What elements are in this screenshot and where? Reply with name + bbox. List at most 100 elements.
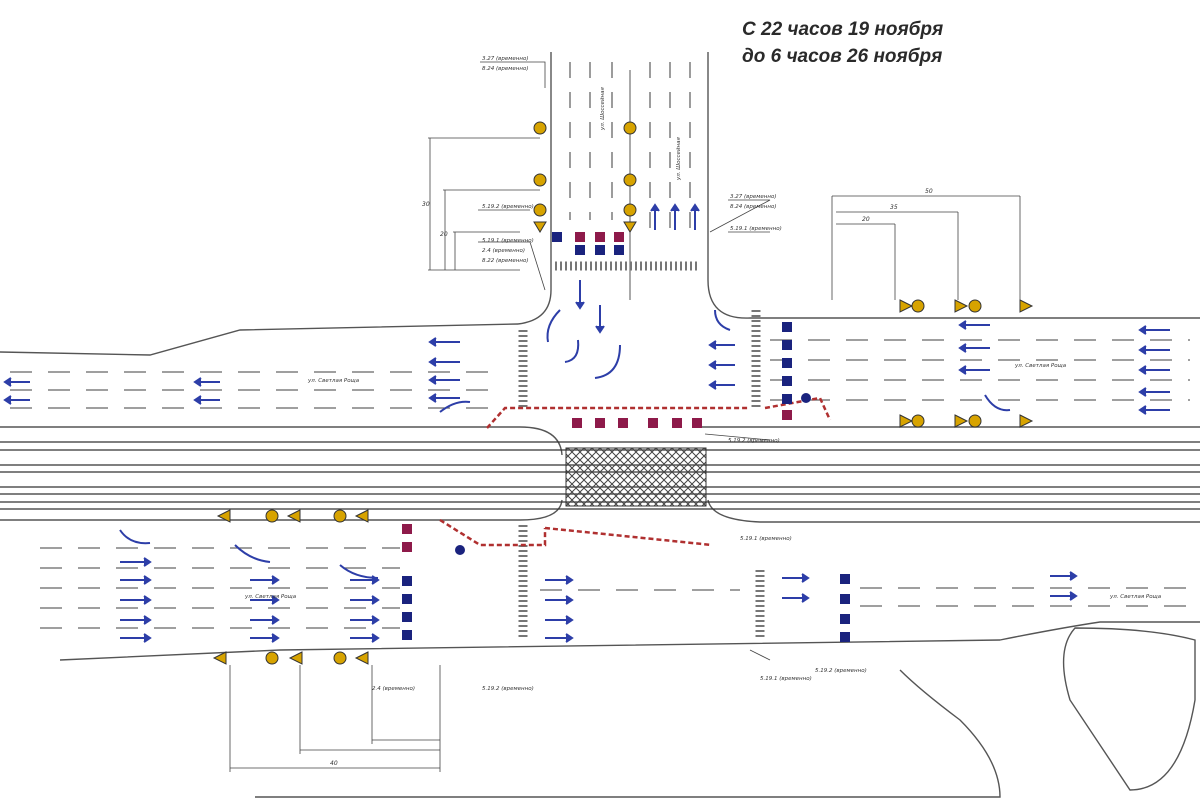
- arrow-east: [250, 575, 280, 585]
- arrow-north: [670, 203, 680, 230]
- sign-cluster-east-top: [899, 299, 1034, 313]
- dimension-label: 50: [925, 188, 933, 195]
- arrow-west: [708, 340, 735, 350]
- north-road-right-edge: [707, 52, 751, 319]
- arrow-east: [250, 633, 280, 643]
- arrow-south: [575, 280, 585, 310]
- arrow-east: [545, 575, 574, 585]
- road-edges: [0, 52, 1200, 798]
- arrow-turn: [594, 344, 621, 379]
- south-island: [1062, 627, 1196, 791]
- arrow-east: [250, 615, 280, 625]
- arrow-east: [350, 595, 380, 605]
- arrow-east: [1050, 591, 1078, 601]
- sign-label: 3.27 (временно): [482, 56, 529, 62]
- arrow-west: [958, 343, 990, 353]
- south-road-bottom-edge: [59, 621, 1200, 661]
- temporary-fences: [439, 396, 832, 547]
- dimension-label: 40: [330, 760, 338, 767]
- arrow-turn: [546, 309, 561, 343]
- sign-label: 5.19.2 (временно): [728, 438, 780, 444]
- arrow-west: [1138, 365, 1170, 375]
- pedestrian-crossings: [518, 261, 765, 640]
- arrow-turn: [234, 544, 271, 563]
- sign-cluster-north-right: [623, 121, 637, 233]
- median-bottom-edge-left: [0, 499, 563, 521]
- arrow-turn: [984, 394, 1011, 412]
- arrow-west: [428, 393, 460, 403]
- schedule-notice-line-1: С 22 часов 19 ноября: [742, 19, 944, 40]
- schedule-notice-line-2: до 6 часов 26 ноября: [742, 46, 943, 67]
- sign-cluster-north-left: [533, 121, 547, 233]
- arrow-east: [250, 595, 280, 605]
- arrow-turn: [439, 400, 471, 413]
- sign-label: 5.19.1 (временно): [740, 536, 792, 542]
- lane-signs: [402, 232, 850, 642]
- arrow-east: [350, 633, 380, 643]
- sign-cluster-west-bottom: [212, 651, 369, 665]
- street-label-southeast: ул. Светлая Роща: [1109, 594, 1162, 600]
- sign-label: 3.27 (временно): [730, 194, 777, 200]
- arrow-east: [545, 615, 574, 625]
- median-top-edge-left: [0, 426, 563, 456]
- arrow-west: [428, 337, 460, 347]
- traffic-arrows: [3, 203, 1170, 643]
- arrow-turn: [339, 564, 379, 579]
- dimension-numbers: 30 20 50 35 20 40: [330, 188, 933, 767]
- arrow-west: [1138, 405, 1170, 415]
- arrow-east: [782, 593, 810, 603]
- arrow-west: [3, 377, 30, 387]
- arrow-east: [120, 633, 152, 643]
- sign-label: 5.19.1 (временно): [730, 226, 782, 232]
- sign-label: 5.19.1 (временно): [760, 676, 812, 682]
- sign-label: 8.24 (временно): [730, 204, 777, 210]
- arrow-west: [708, 380, 735, 390]
- arrow-east: [120, 575, 152, 585]
- sign-label: 2.4 (временно): [372, 686, 415, 692]
- sign-label: 2.4 (временно): [482, 248, 525, 254]
- north-road-left-edge: [517, 52, 552, 325]
- arrow-west: [1138, 325, 1170, 335]
- street-name-labels: ул. Шоссейная ул. Шоссейная ул. Светлая …: [244, 87, 1162, 600]
- dimension-label: 20: [440, 231, 448, 238]
- sign-label: 5.19.2 (временно): [482, 686, 534, 692]
- west-road-top-edge: [0, 323, 519, 356]
- arrow-west: [958, 365, 990, 375]
- sign-label: 8.22 (временно): [482, 258, 529, 264]
- arrow-turn: [714, 309, 731, 331]
- street-label-north-left: ул. Шоссейная: [600, 87, 606, 131]
- arrow-east: [120, 615, 152, 625]
- leader-lines: [478, 61, 771, 661]
- sign-text-labels: 3.27 (временно) 8.24 (временно) 3.27 (вр…: [372, 56, 867, 692]
- arrow-west: [1138, 387, 1170, 397]
- median-bottom-edge-right: [707, 499, 1200, 523]
- dimension-lines: [229, 137, 1021, 772]
- south-road-curve: [255, 669, 1001, 798]
- warning-signs: [212, 121, 1034, 665]
- dimension-label: 30: [422, 201, 430, 208]
- arrow-west: [1138, 345, 1170, 355]
- arrow-east: [120, 595, 152, 605]
- arrow-west: [958, 320, 990, 330]
- crossing-hatched-area: [565, 447, 707, 507]
- sign-label: 5.19.2 (временно): [482, 204, 534, 210]
- dimension-label: 35: [890, 204, 898, 211]
- arrow-east: [545, 595, 574, 605]
- street-label-west: ул. Светлая Роща: [307, 378, 360, 384]
- arrow-east: [545, 633, 574, 643]
- arrow-north: [690, 203, 700, 230]
- sign-cluster-east-bottom: [899, 414, 1034, 428]
- arrow-north: [650, 203, 660, 230]
- sign-label: 5.19.2 (временно): [815, 668, 867, 674]
- arrow-west: [193, 377, 220, 387]
- arrow-east: [1050, 571, 1078, 581]
- street-label-east: ул. Светлая Роща: [1014, 363, 1067, 369]
- arrow-west: [3, 395, 30, 405]
- street-label-north-right: ул. Шоссейная: [676, 137, 682, 181]
- dimension-label: 20: [862, 216, 870, 223]
- lane-markings: [10, 62, 1190, 629]
- schedule-notice: С 22 часов 19 ноября до 6 часов 26 ноябр…: [742, 16, 943, 70]
- street-label-southwest: ул. Светлая Роща: [244, 594, 297, 600]
- arrow-turn: [119, 529, 151, 545]
